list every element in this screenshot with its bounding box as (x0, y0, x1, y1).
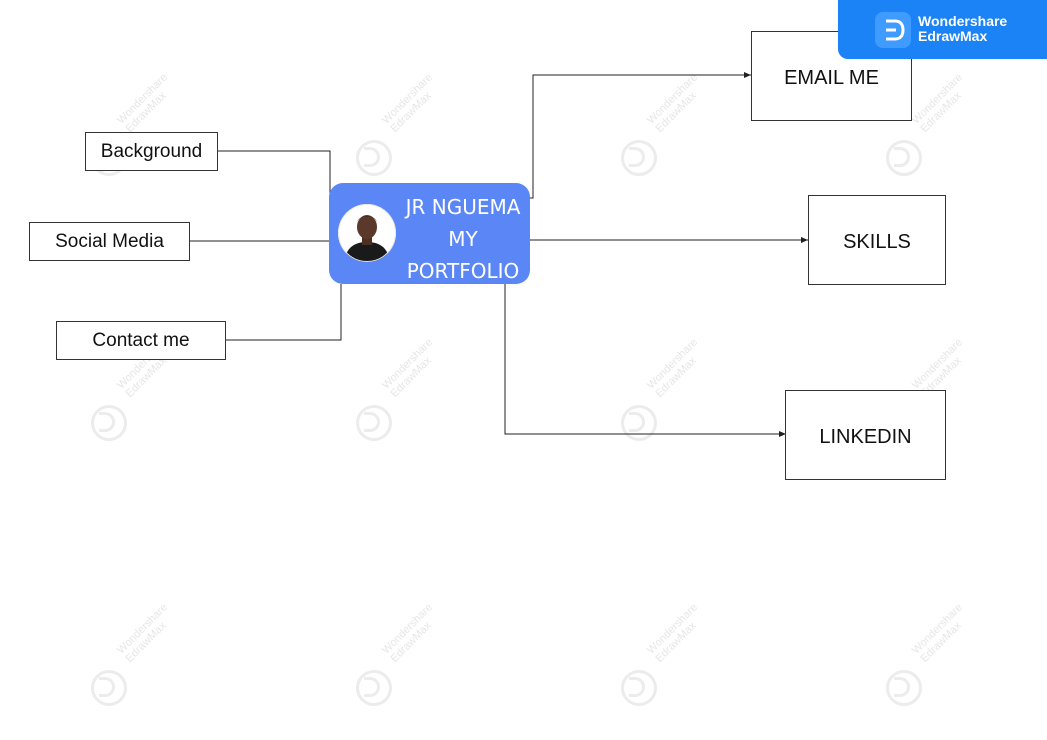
node-background[interactable]: Background (85, 132, 218, 171)
central-topic-line-3: PORTFOLIO (406, 259, 520, 283)
profile-photo-icon (338, 204, 396, 262)
node-skills-label: SKILLS (843, 230, 911, 253)
central-topic-line-2: MY (448, 227, 478, 251)
avatar (338, 204, 396, 262)
connector-background (217, 150, 331, 210)
edrawmax-badge[interactable]: Wondershare EdrawMax (838, 0, 1047, 59)
central-topic-line-1: JR NGUEMA (405, 195, 521, 219)
edrawmax-logo-icon (875, 12, 911, 48)
node-linkedin-label: LINKEDIN (819, 425, 912, 448)
badge-brand: Wondershare (918, 13, 1008, 29)
node-social-media-label: Social Media (55, 230, 164, 252)
node-social-media[interactable]: Social Media (29, 222, 190, 261)
node-email-me-label: EMAIL ME (784, 66, 879, 89)
central-topic-text: JR NGUEMA MY PORTFOLIO (401, 191, 525, 287)
connector-email-me (530, 72, 751, 199)
node-skills[interactable]: SKILLS (808, 195, 946, 285)
central-topic-node[interactable]: JR NGUEMA MY PORTFOLIO (329, 183, 530, 284)
connector-linkedin (504, 271, 786, 437)
node-contact-me[interactable]: Contact me (56, 321, 226, 360)
node-background-label: Background (100, 140, 203, 162)
node-linkedin[interactable]: LINKEDIN (785, 390, 946, 480)
badge-text: Wondershare EdrawMax (918, 14, 1007, 44)
connector-contact-me (226, 284, 342, 341)
badge-product: EdrawMax (918, 28, 988, 44)
node-contact-me-label: Contact me (92, 329, 190, 351)
